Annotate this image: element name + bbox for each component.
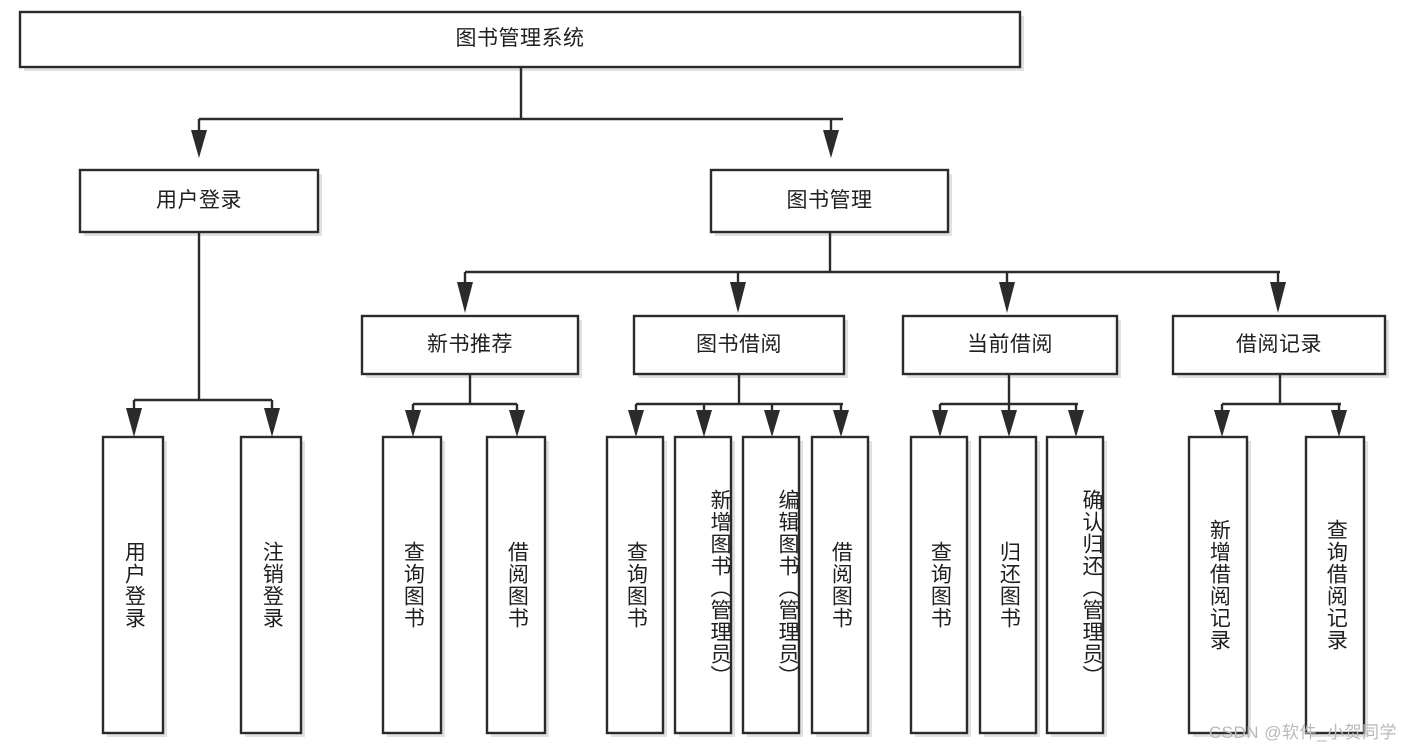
arrowhead-new-book-recommend <box>457 282 473 313</box>
leaf-bb-borrow-box[interactable] <box>810 435 870 735</box>
arrowhead-bookborrow-leaf-4 <box>833 410 849 437</box>
leaf-nb-borrow-box[interactable] <box>485 435 547 735</box>
arrowhead-bookborrow-leaf-2 <box>696 410 712 437</box>
leaf-bb-add-box[interactable] <box>673 435 733 735</box>
arrowhead-borrowrecord-leaf-1 <box>1214 410 1230 437</box>
user-login-box[interactable] <box>78 168 320 234</box>
arrowhead-user-login <box>191 130 207 158</box>
borrow-record-box[interactable] <box>1171 314 1387 376</box>
leaf-cb-query-box[interactable] <box>909 435 969 735</box>
arrowhead-currentborrow-leaf-1 <box>932 410 948 437</box>
arrowhead-book-manage <box>823 130 839 158</box>
book-manage-box[interactable] <box>709 168 950 234</box>
root-box[interactable] <box>18 10 1022 69</box>
leaf-cb-return-box[interactable] <box>978 435 1038 735</box>
leaf-user-login-box[interactable] <box>101 435 165 735</box>
arrowhead-book-borrow <box>730 282 746 313</box>
arrowhead-leaf-user-login <box>126 408 142 437</box>
leaf-bb-query-box[interactable] <box>605 435 665 735</box>
leaf-logout-box[interactable] <box>239 435 303 735</box>
arrowhead-newbook-leaf-1 <box>405 410 421 437</box>
current-borrow-box[interactable] <box>901 314 1119 376</box>
book-borrow-box[interactable] <box>632 314 846 376</box>
leaf-cb-confirm-box[interactable] <box>1045 435 1105 735</box>
arrowhead-current-borrow <box>999 282 1015 313</box>
arrowhead-newbook-leaf-2 <box>509 410 525 437</box>
arrowhead-borrow-record <box>1270 282 1286 313</box>
arrowhead-bookborrow-leaf-1 <box>628 410 644 437</box>
arrowhead-bookborrow-leaf-3 <box>764 410 780 437</box>
arrowhead-leaf-logout <box>264 408 280 437</box>
leaf-br-add-box[interactable] <box>1187 435 1249 735</box>
arrowhead-currentborrow-leaf-3 <box>1068 410 1084 437</box>
arrowhead-currentborrow-leaf-2 <box>1001 410 1017 437</box>
leaf-nb-query-box[interactable] <box>381 435 443 735</box>
leaf-bb-edit-box[interactable] <box>741 435 801 735</box>
csdn-watermark: CSDN @软件_小贺同学 <box>1208 723 1397 742</box>
leaf-br-query-box[interactable] <box>1304 435 1366 735</box>
new-book-recommend-box[interactable] <box>360 314 580 376</box>
arrowhead-borrowrecord-leaf-2 <box>1331 410 1347 437</box>
